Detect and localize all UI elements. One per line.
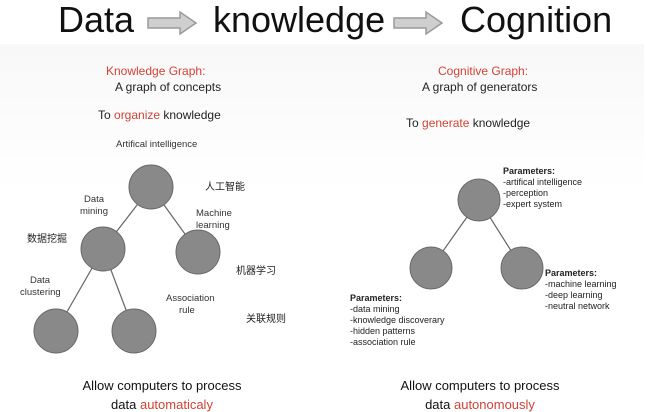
kg-purpose: To organize knowledge [98,108,221,122]
params-right-item: -machine learning [545,279,617,289]
label-root: Artifical intelligence [116,139,198,150]
node-generator-right [500,246,544,290]
header-data: Data [58,0,135,40]
header-knowledge: knowledge [213,0,386,40]
node-generator-left [409,246,453,290]
params-root-item: -artifical intelligence [503,177,583,187]
params-left-item: -hidden patterns [350,326,416,336]
knowledge-graph-tree [33,164,221,354]
kg-subtitle: A graph of concepts [115,80,222,94]
node-data-mining [80,226,126,272]
params-root: Parameters: -artifical intelligence -per… [503,166,582,210]
knowledge-graph-panel: Knowledge Graph: A graph of concepts To … [0,44,322,412]
arrow-right-icon [393,10,444,36]
header-cognition: Cognition [460,0,613,40]
cg-bottom-line1: Allow computers to process [400,378,560,393]
node-machine-learning [175,229,221,275]
label-association-cn: 关联规则 [246,314,286,325]
label-association-1: Association [166,293,215,304]
params-root-item: -perception [503,188,549,198]
node-association-rule [111,308,157,354]
label-root-cn: 人工智能 [205,182,245,193]
label-association-2: rule [179,305,195,316]
kg-title: Knowledge Graph: [106,64,206,78]
cg-subtitle: A graph of generators [422,80,538,94]
params-right: Parameters: -machine learning -deep lear… [545,268,617,312]
cg-purpose: To generate knowledge [406,116,531,130]
label-machine-1: Machine [196,208,232,219]
label-machine-2: learning [196,220,230,231]
cognitive-graph-tree [409,178,544,290]
params-left: Parameters: -data mining -knowledge disc… [350,293,445,348]
params-right-item: -deep learning [545,290,603,300]
params-left-item: -knowledge discoverary [350,315,445,325]
params-root-item: -expert system [503,199,563,209]
params-left-heading: Parameters: [350,293,403,303]
cognitive-graph-panel: Cognitive Graph: A graph of generators T… [322,44,644,412]
node-data-clustering [33,308,79,354]
label-clustering-1: Data [30,275,51,286]
cg-title: Cognitive Graph: [438,64,529,78]
kg-bottom-line1: Allow computers to process [82,378,242,393]
kg-bottom-line2: data automaticaly [111,397,213,412]
node-ai [128,164,174,210]
cg-bottom: Allow computers to process data autonomo… [380,378,580,412]
label-data-mining-cn: 数据挖掘 [27,234,67,245]
label-clustering-2: clustering [20,287,61,298]
cg-bottom-line2: data autonomously [425,397,535,412]
params-right-heading: Parameters: [545,268,598,278]
label-machine-cn: 机器学习 [236,266,276,277]
arrow-right-icon [147,10,198,36]
label-data-mining-1: Data [84,194,105,205]
node-generator-root [457,178,501,222]
params-left-item: -association rule [350,337,416,347]
params-left-item: -data mining [350,304,400,314]
params-root-heading: Parameters: [503,166,556,176]
label-data-mining-2: mining [80,206,108,217]
header: Data knowledge Cognition [0,0,646,44]
kg-bottom: Allow computers to process data automati… [62,378,262,412]
params-right-item: -neutral network [545,301,610,311]
